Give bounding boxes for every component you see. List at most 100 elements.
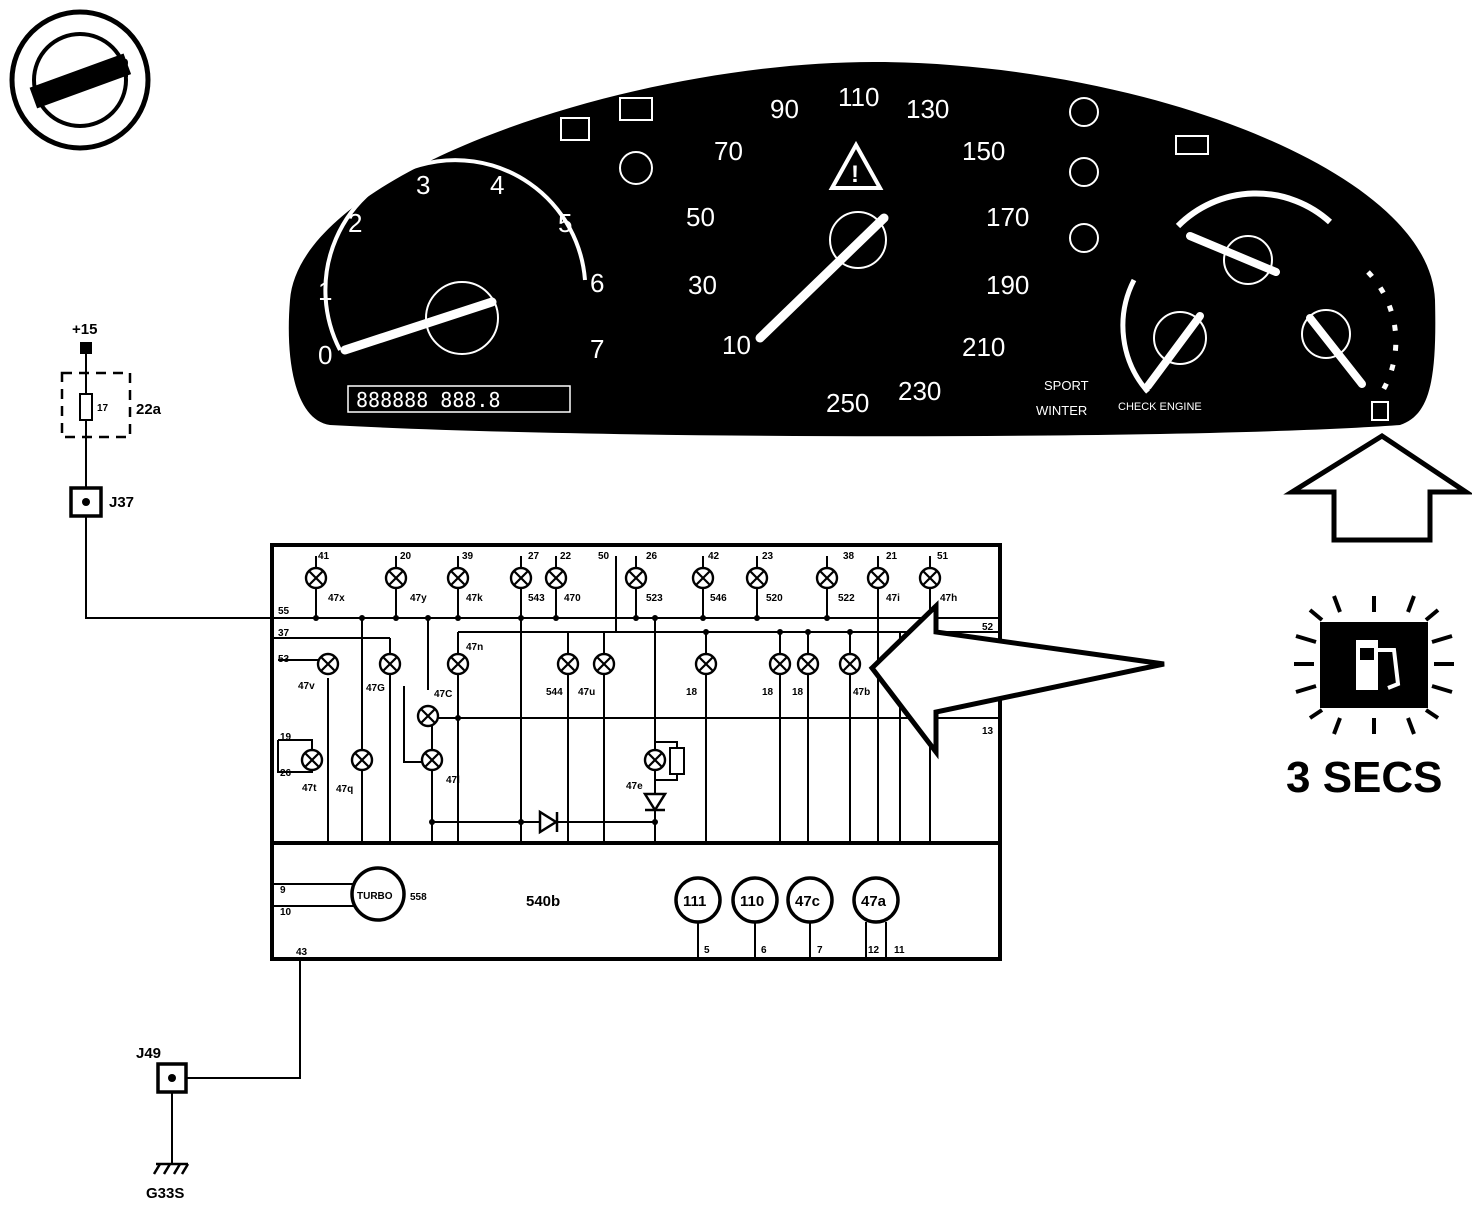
tacho-tick-1: 1 <box>318 276 332 306</box>
check-engine-label: CHECK ENGINE <box>1118 401 1202 413</box>
lamp-47x <box>304 566 328 590</box>
gauge-47c: 47c 7 <box>786 876 834 959</box>
temp-gauge-needle <box>1144 312 1204 390</box>
fuel-warning-lamp-icon <box>1371 401 1389 421</box>
mode-winter: WINTER <box>1036 403 1087 418</box>
svg-text:47h: 47h <box>940 593 957 604</box>
supply-terminal <box>80 342 92 354</box>
gauge-47a: 47a 12 11 <box>852 876 905 959</box>
lamp-47v <box>316 652 340 676</box>
svg-text:51: 51 <box>937 551 949 562</box>
module-label: 540b <box>526 893 560 910</box>
lamp-47l <box>420 748 444 772</box>
diode-symbol-horizontal <box>538 809 559 835</box>
svg-text:52: 52 <box>982 622 994 633</box>
turbo-ref: 558 <box>410 892 427 903</box>
lamp-47e <box>643 748 667 772</box>
svg-text:11: 11 <box>894 945 905 956</box>
svg-text:47b: 47b <box>853 687 870 698</box>
svg-text:7: 7 <box>817 945 823 956</box>
svg-text:47G: 47G <box>366 683 385 694</box>
preheat-icon <box>619 151 653 185</box>
svg-text:27: 27 <box>528 551 540 562</box>
fog-light-icon <box>560 117 590 141</box>
lamp-523 <box>624 566 648 590</box>
svg-text:20: 20 <box>400 551 412 562</box>
fuse-box <box>60 371 132 439</box>
tacho-tick-3: 3 <box>416 170 430 200</box>
svg-text:55: 55 <box>278 606 290 617</box>
svg-text:47t: 47t <box>302 783 317 794</box>
svg-text:111: 111 <box>683 893 706 910</box>
lamp-47i <box>866 566 890 590</box>
speedo-tick-210: 210 <box>962 332 1005 362</box>
svg-text:546: 546 <box>710 593 727 604</box>
svg-text:41: 41 <box>318 551 330 562</box>
svg-text:47c: 47c <box>795 893 820 910</box>
svg-text:37: 37 <box>278 628 290 639</box>
lamp-544 <box>556 652 580 676</box>
connector-j49-label: J49 <box>136 1045 161 1062</box>
svg-text:9: 9 <box>280 885 286 896</box>
svg-text:47u: 47u <box>578 687 595 698</box>
svg-text:520: 520 <box>766 593 783 604</box>
tacho-tick-0: 0 <box>318 340 332 370</box>
speedo-tick-230: 230 <box>898 376 941 406</box>
ignition-position-label: ST <box>114 58 131 77</box>
tacho-tick-7: 7 <box>590 334 604 364</box>
fuse-number: 17 <box>97 403 109 414</box>
mode-sport: SPORT <box>1044 378 1089 393</box>
svg-text:26: 26 <box>280 768 292 779</box>
abs-warning-icon <box>1069 223 1099 253</box>
svg-text:13: 13 <box>982 726 994 737</box>
svg-text:26: 26 <box>646 551 658 562</box>
lamp-47C <box>416 704 440 728</box>
svg-text:53: 53 <box>278 654 290 665</box>
svg-text:6: 6 <box>761 945 767 956</box>
speedo-tick-90: 90 <box>770 94 799 124</box>
svg-text:543: 543 <box>528 593 545 604</box>
lamp-47u <box>592 652 616 676</box>
speedo-tick-10: 10 <box>722 330 751 360</box>
svg-text:5: 5 <box>704 945 710 956</box>
svg-text:47q: 47q <box>336 784 353 795</box>
callout-duration-text: 3 SECS <box>1286 753 1443 802</box>
supply-label: +15 <box>72 321 97 338</box>
svg-text:!: ! <box>851 161 859 188</box>
tacho-tick-5: 5 <box>558 208 572 238</box>
svg-text:10: 10 <box>280 907 292 918</box>
lamp-row-mid <box>300 652 862 772</box>
svg-text:18: 18 <box>686 687 698 698</box>
hazard-warning-icon <box>828 140 884 190</box>
lamp-522 <box>815 566 839 590</box>
lamp-47y <box>384 566 408 590</box>
lamp-47q <box>350 748 374 772</box>
gauge-110: 110 6 <box>731 876 779 959</box>
svg-text:47v: 47v <box>298 681 315 692</box>
speedo-tick-250: 250 <box>826 388 869 418</box>
svg-text:23: 23 <box>762 551 774 562</box>
speedo-tick-70: 70 <box>714 136 743 166</box>
lamp-546 <box>691 566 715 590</box>
svg-text:22: 22 <box>560 551 572 562</box>
svg-text:47l: 47l <box>446 775 460 786</box>
diode-symbol <box>642 792 668 813</box>
headlight-icon <box>619 97 653 121</box>
svg-text:43: 43 <box>296 947 308 958</box>
svg-text:47n: 47n <box>466 642 483 653</box>
tacho-tick-4: 4 <box>490 170 504 200</box>
lamp-47h <box>918 566 942 590</box>
fuel-gauge-arc <box>1366 270 1399 394</box>
connector-j37-label: J37 <box>109 494 134 511</box>
speedo-tick-30: 30 <box>688 270 717 300</box>
svg-text:50: 50 <box>598 551 610 562</box>
tacho-tick-2: 2 <box>348 208 362 238</box>
svg-text:110: 110 <box>740 893 764 910</box>
fuse-label: 22a <box>136 401 162 418</box>
svg-text:39: 39 <box>462 551 474 562</box>
speedo-tick-190: 190 <box>986 270 1029 300</box>
